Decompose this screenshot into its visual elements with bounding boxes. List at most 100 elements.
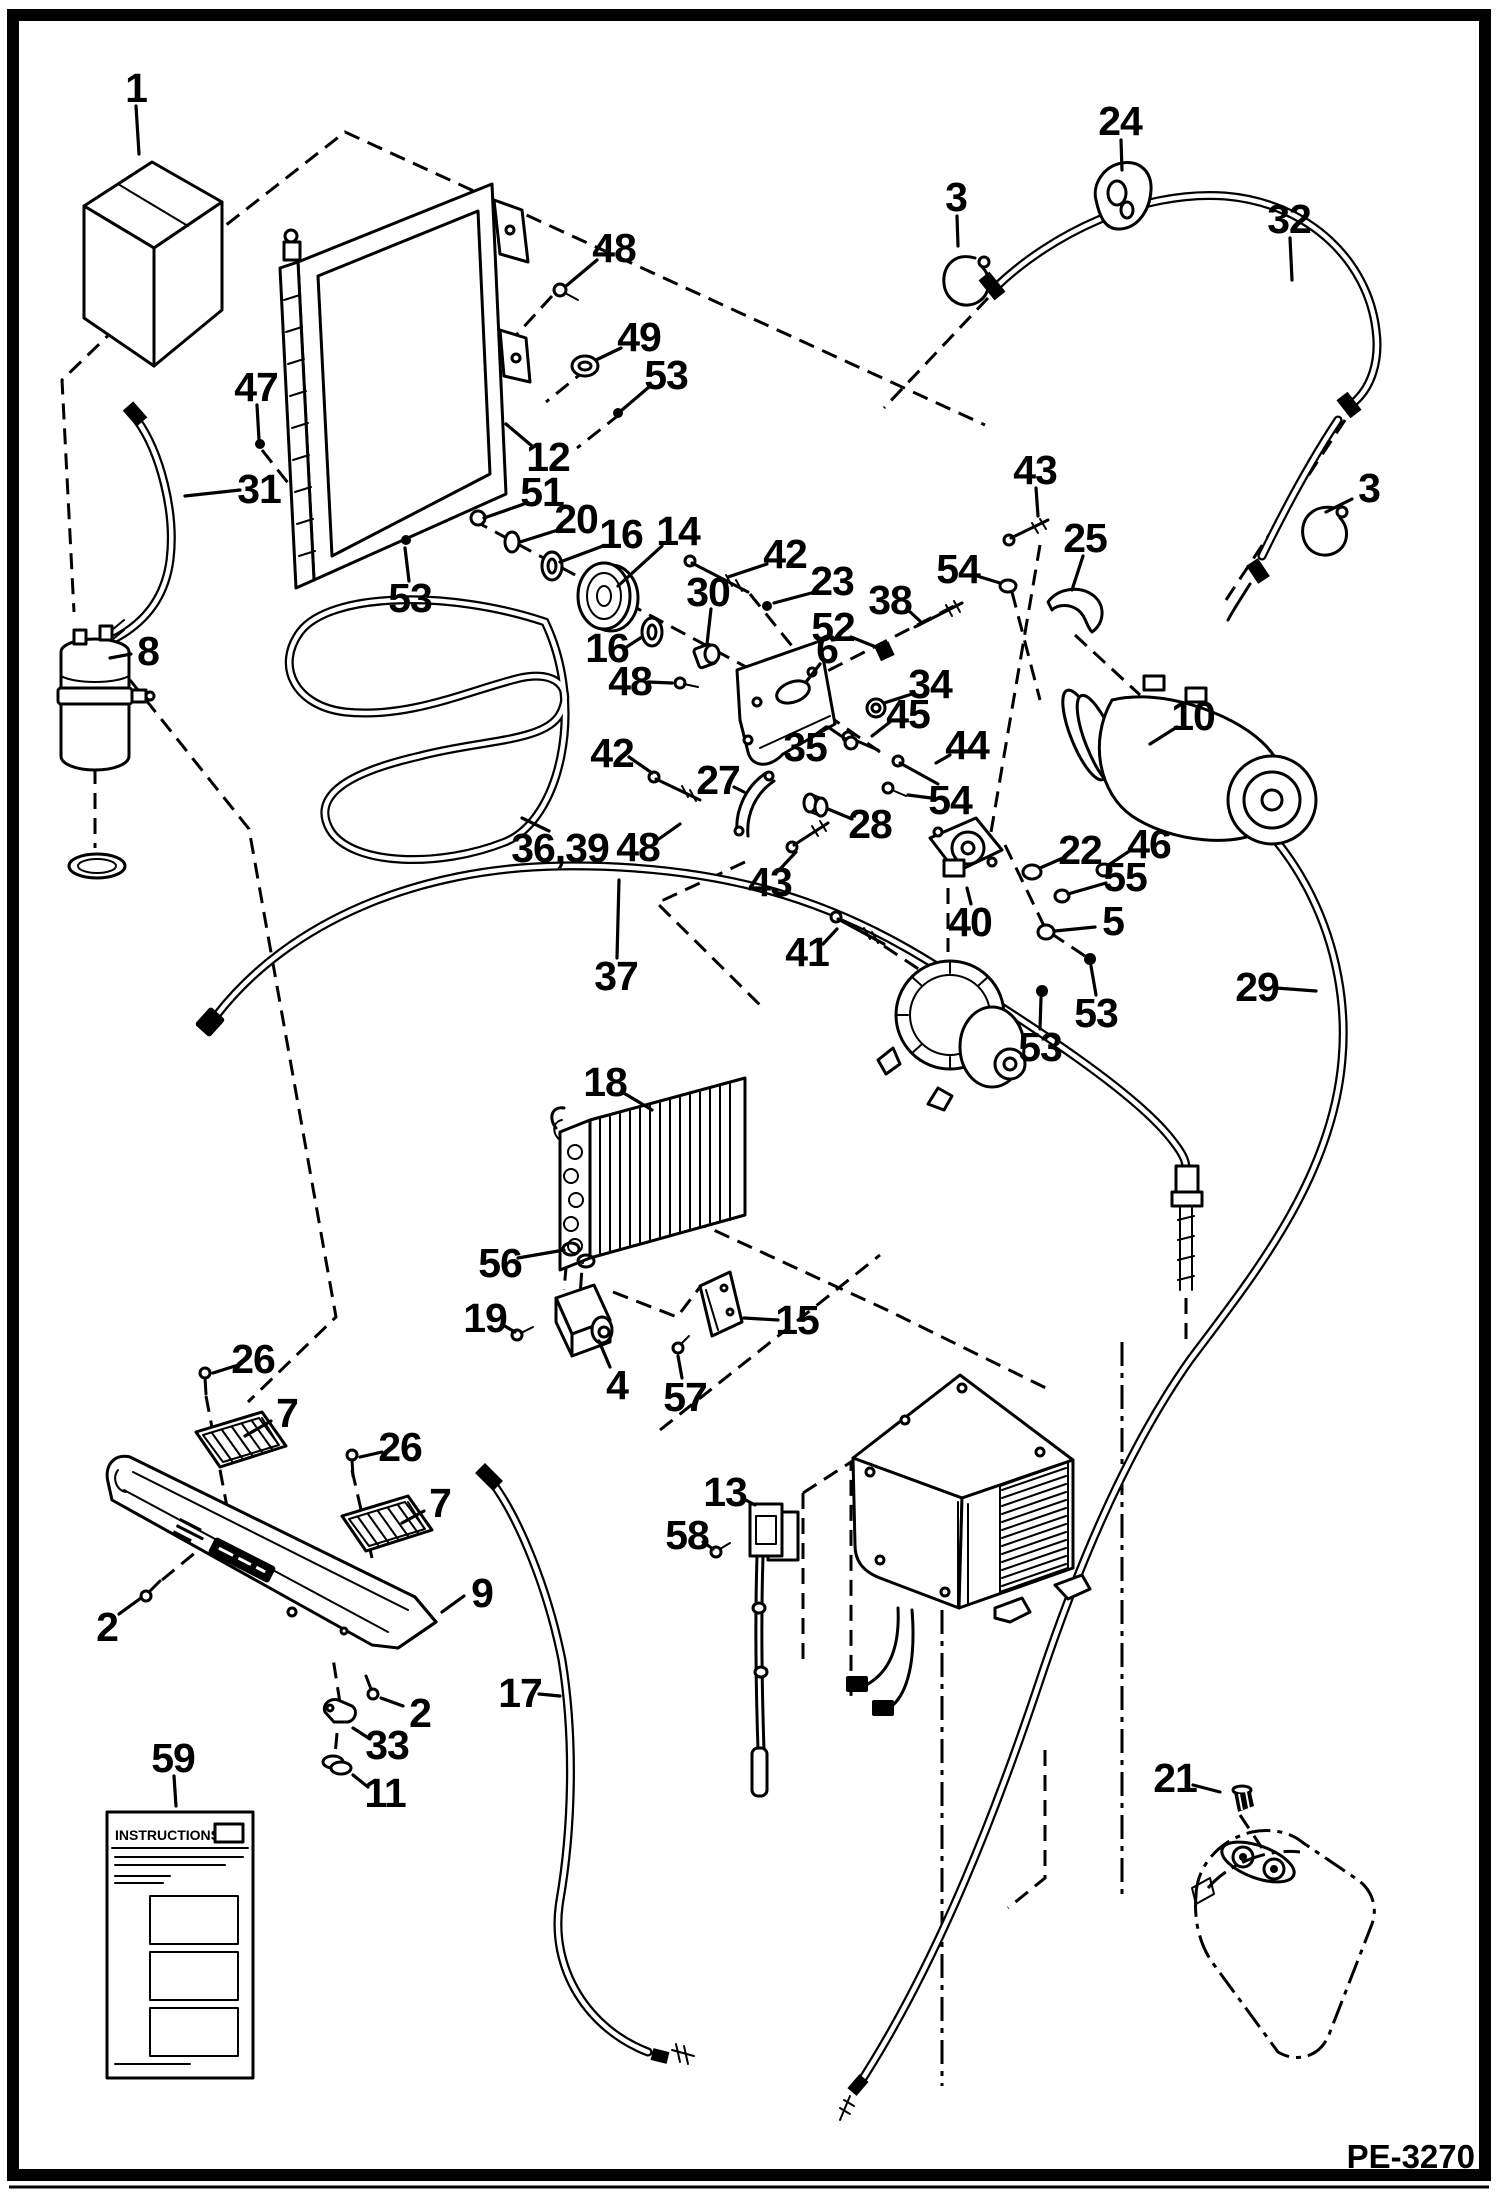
- instructions-title: INSTRUCTIONS: [115, 1827, 220, 1843]
- leader-line-31: [934, 753, 952, 765]
- callout-56-50: 56: [478, 1240, 522, 1286]
- leader-line-29: [813, 725, 828, 737]
- callout-27-30: 27: [696, 757, 740, 803]
- leader-line-10: [482, 502, 526, 520]
- callout-52-21: 52: [811, 604, 855, 650]
- serpentine-belt: [284, 595, 570, 864]
- callout-30-20: 30: [686, 569, 730, 615]
- leader-line-55: [211, 1364, 237, 1375]
- callout-2-62: 2: [409, 1690, 431, 1736]
- leader-line-56: [243, 1419, 273, 1438]
- callout-44-31: 44: [945, 722, 990, 768]
- callout-54-32: 54: [928, 777, 973, 823]
- leader-line-66: [740, 1496, 757, 1507]
- leader-line-51: [501, 1323, 517, 1334]
- leader-line-42: [1053, 925, 1097, 933]
- leader-line-38: [779, 850, 798, 870]
- thermostat-13: [748, 1502, 800, 1798]
- stud-38: [913, 600, 964, 629]
- leader-line-48: [615, 878, 621, 960]
- grommet-49: [570, 354, 600, 378]
- oring-50: [67, 852, 127, 880]
- leader-line-47: [1274, 986, 1318, 993]
- leader-line-21: [849, 635, 878, 649]
- callout-53-46: 53: [1018, 1024, 1062, 1070]
- bolt-44: [891, 754, 940, 786]
- callout-18-49: 18: [583, 1059, 627, 1105]
- leader-line-44: [821, 927, 839, 946]
- nut-53-lower: [1036, 985, 1048, 997]
- washer-20: [503, 530, 521, 554]
- clamp-33: [322, 1698, 357, 1724]
- leader-line-18: [1070, 554, 1085, 592]
- bolt-43-upper: [1002, 518, 1050, 547]
- callout-40-43: 40: [948, 899, 992, 945]
- callout-24-1: 24: [1098, 98, 1143, 144]
- alternator: [876, 959, 1027, 1112]
- callout-45-26: 45: [886, 691, 930, 737]
- callout-16-24: 16: [585, 625, 629, 671]
- leader-line-12: [558, 544, 605, 564]
- leader-line-45: [1089, 964, 1098, 997]
- leader-line-65: [172, 1774, 178, 1808]
- callout-26-55: 26: [231, 1336, 275, 1382]
- callout-31-8: 31: [237, 466, 281, 512]
- callout-10-33: 10: [1171, 693, 1215, 739]
- callout-55-41: 55: [1103, 854, 1147, 900]
- callout-53-45: 53: [1074, 990, 1118, 1036]
- leader-line-30: [732, 785, 746, 794]
- callout-22-39: 22: [1058, 827, 1102, 873]
- callout-34-25: 34: [908, 661, 953, 707]
- screw-2-right: [364, 1674, 380, 1701]
- screw-48-mid: [673, 676, 699, 690]
- bolt-35: [826, 725, 859, 751]
- leader-line-68: [1191, 1783, 1222, 1794]
- spacer-28: [802, 792, 829, 818]
- leader-line-23: [804, 662, 822, 684]
- callout-11-64: 11: [364, 1770, 406, 1816]
- callout-2-59: 2: [96, 1604, 118, 1650]
- idler-pulley-hardware: [469, 509, 721, 670]
- leader-line-5: [594, 346, 623, 362]
- leader-line-57: [358, 1450, 384, 1459]
- callout-3-19: 3: [1358, 465, 1380, 511]
- leader-line-3: [1288, 236, 1294, 282]
- leader-line-46: [1038, 996, 1043, 1031]
- leader-line-37: [654, 822, 682, 843]
- leader-line-7: [255, 403, 261, 442]
- washer-46: [1095, 862, 1113, 878]
- screw-54-lower: [881, 781, 907, 797]
- callout-49-5: 49: [617, 314, 661, 360]
- leader-line-59: [117, 1596, 143, 1616]
- screw-47: [255, 439, 265, 449]
- leader-line-4: [564, 258, 599, 288]
- leader-line-52: [597, 1339, 612, 1369]
- leader-line-8: [183, 488, 242, 498]
- callout-53-69: 53: [388, 575, 432, 621]
- callout-6-23: 6: [816, 626, 838, 672]
- grille-7-left: [194, 1410, 288, 1469]
- leader-line-33: [1148, 725, 1179, 746]
- leader-line-58: [400, 1509, 426, 1525]
- screw-26-right: [345, 1448, 359, 1478]
- leader-line-41: [1066, 881, 1108, 896]
- leader-line-14: [726, 562, 769, 579]
- callout-48-4: 48: [592, 225, 636, 271]
- callout-54-17: 54: [936, 546, 981, 592]
- leader-line-69: [403, 546, 411, 583]
- leader-line-53: [676, 1354, 684, 1380]
- leader-line-63: [351, 1726, 372, 1741]
- leader-line-36: [520, 816, 551, 833]
- control-pod: [1191, 1828, 1376, 2059]
- bolt-43-lower: [785, 820, 830, 854]
- callout-59-65: 59: [151, 1735, 195, 1781]
- leader-line-2: [955, 214, 960, 248]
- heater-box: [846, 1373, 1092, 1716]
- callout-48-27: 48: [608, 658, 652, 704]
- screw-48-top: [552, 282, 579, 301]
- tensioner-40: [928, 816, 1004, 878]
- callout-7-56: 7: [276, 1390, 298, 1436]
- callout-43-16: 43: [1013, 447, 1057, 493]
- callout-38-22: 38: [868, 577, 912, 623]
